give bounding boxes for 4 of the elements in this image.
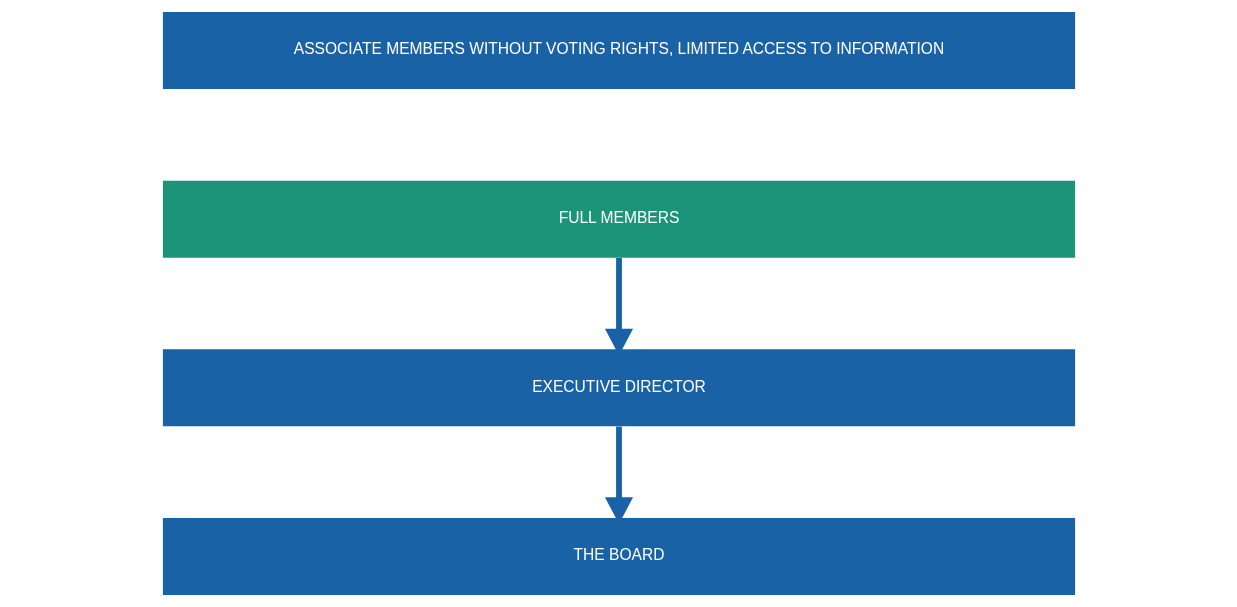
node-box: FULL MEMBERS xyxy=(162,180,1075,258)
node-box: ASSOCIATE MEMBERS WITHOUT VOTING RIGHTS, LIMITED ACCESS TO INFORMATION xyxy=(162,12,1075,90)
node-box: THE BOARD xyxy=(162,517,1075,595)
node-box: EXECUTIVE DIRECTOR xyxy=(162,349,1075,427)
